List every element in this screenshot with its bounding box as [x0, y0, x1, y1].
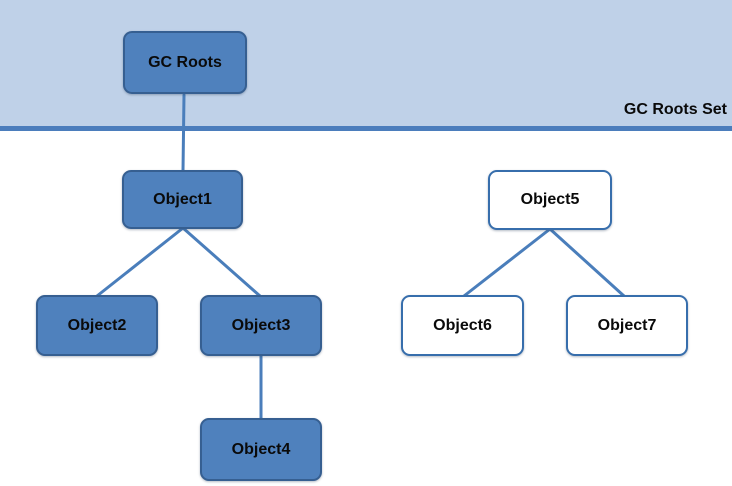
edge-object1-object3 [181, 226, 262, 298]
edge-object1-object2 [95, 226, 185, 298]
edge-object5-object7 [548, 227, 626, 298]
gc-roots-set-band [0, 0, 732, 126]
node-object6[interactable]: Object6 [401, 295, 524, 356]
node-object5[interactable]: Object5 [488, 170, 612, 230]
node-object4[interactable]: Object4 [200, 418, 322, 481]
gc-roots-set-label: GC Roots Set [623, 101, 727, 118]
node-gc-roots[interactable]: GC Roots [123, 31, 247, 94]
node-object3[interactable]: Object3 [200, 295, 322, 356]
node-object1[interactable]: Object1 [122, 170, 243, 229]
node-object2[interactable]: Object2 [36, 295, 158, 356]
gc-roots-set-divider-line [0, 126, 732, 131]
edge-object5-object6 [462, 227, 552, 298]
node-object7[interactable]: Object7 [566, 295, 688, 356]
